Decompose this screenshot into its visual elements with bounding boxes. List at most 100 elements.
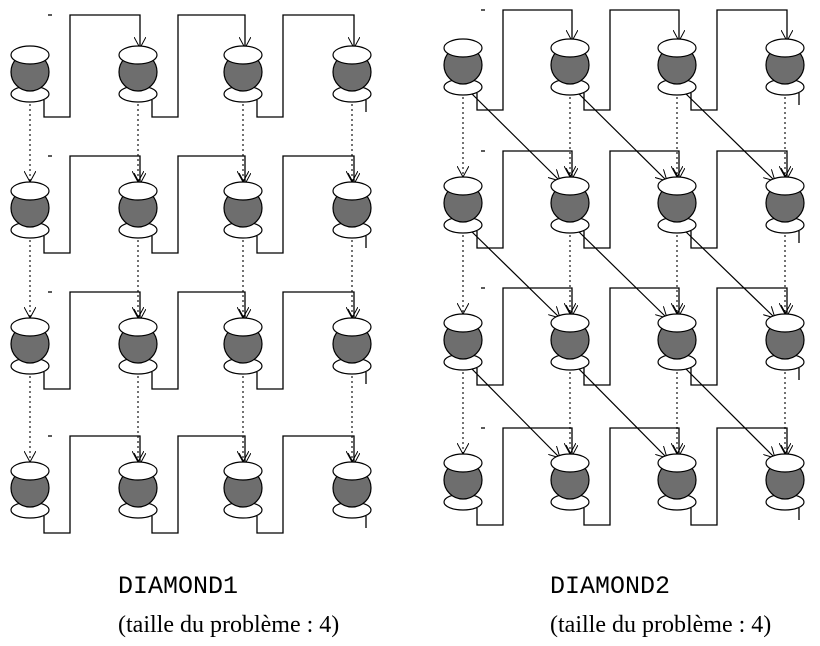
- links-layer: [463, 9, 800, 526]
- node-cap: [550, 453, 590, 473]
- node-cap: [118, 461, 158, 481]
- node: [657, 453, 697, 511]
- node-cap: [223, 181, 263, 201]
- chain-link: [476, 9, 572, 111]
- node-cap: [550, 313, 590, 333]
- node-cap: [118, 45, 158, 65]
- row-3-chain: [43, 291, 367, 390]
- node: [657, 176, 697, 234]
- nodes-layer: [443, 38, 805, 511]
- diagram-diamond2: [443, 9, 805, 526]
- row-1-chain: [43, 14, 367, 118]
- node: [118, 461, 158, 519]
- diagonal-dependency: [682, 90, 775, 181]
- row-4-chain: [43, 435, 367, 534]
- chain-link: [43, 14, 140, 118]
- node-cap: [223, 45, 263, 65]
- row-2-chain: [43, 155, 367, 254]
- node: [657, 313, 697, 371]
- node: [10, 45, 50, 103]
- chain-link: [256, 291, 354, 390]
- node: [550, 313, 590, 371]
- node: [550, 453, 590, 511]
- diagonal-dependency: [468, 228, 560, 318]
- node: [10, 181, 50, 239]
- diagonal-dependency: [682, 365, 775, 458]
- node: [765, 38, 805, 96]
- chain-link: [583, 9, 679, 111]
- node-cap: [765, 38, 805, 58]
- chain-link: [476, 287, 572, 386]
- chain-link: [583, 427, 679, 526]
- nodes-layer: [10, 45, 372, 519]
- chain-link: [43, 155, 140, 254]
- node-cap: [550, 38, 590, 58]
- chain-link: [690, 287, 787, 386]
- chain-link: [256, 435, 354, 534]
- node-cap: [10, 45, 50, 65]
- chain-link: [43, 435, 140, 534]
- diagonal-dependency: [575, 365, 667, 458]
- chain-link: [151, 14, 245, 118]
- chain-link: [151, 155, 245, 254]
- chain-link: [476, 150, 572, 249]
- node: [332, 181, 372, 239]
- diagonal-dependency: [468, 365, 560, 458]
- node: [223, 317, 263, 375]
- node: [332, 461, 372, 519]
- diagonal-dependency: [682, 228, 775, 318]
- node-cap: [223, 461, 263, 481]
- node-cap: [657, 38, 697, 58]
- node-cap: [332, 317, 372, 337]
- chain-link: [151, 435, 245, 534]
- row-2-chain: [476, 150, 800, 249]
- node-cap: [765, 313, 805, 333]
- chain-link: [583, 287, 679, 386]
- node-cap: [657, 313, 697, 333]
- diagram-diamond1: [10, 14, 372, 534]
- node-cap: [332, 181, 372, 201]
- node-cap: [443, 38, 483, 58]
- chain-link: [256, 155, 354, 254]
- chain-link: [583, 150, 679, 249]
- node-cap: [332, 461, 372, 481]
- diagram2-title: DIAMOND2: [550, 572, 671, 601]
- node: [223, 461, 263, 519]
- diagonal-dependency: [468, 90, 560, 181]
- node: [223, 181, 263, 239]
- chain-link: [43, 291, 140, 390]
- node: [550, 38, 590, 96]
- chain-link: [476, 427, 572, 526]
- node-cap: [332, 45, 372, 65]
- row-4-chain: [476, 427, 800, 526]
- links-layer: [30, 14, 367, 534]
- node: [118, 317, 158, 375]
- node-cap: [657, 453, 697, 473]
- node: [765, 453, 805, 511]
- node: [223, 45, 263, 103]
- node: [657, 38, 697, 96]
- chain-link: [690, 150, 787, 249]
- chain-link: [256, 14, 354, 118]
- node-cap: [443, 313, 483, 333]
- node-cap: [550, 176, 590, 196]
- node: [443, 313, 483, 371]
- node: [765, 313, 805, 371]
- node-cap: [765, 176, 805, 196]
- node: [10, 461, 50, 519]
- node-cap: [223, 317, 263, 337]
- node: [332, 317, 372, 375]
- node-cap: [765, 453, 805, 473]
- node: [443, 38, 483, 96]
- node: [765, 176, 805, 234]
- node: [118, 45, 158, 103]
- chain-link: [690, 427, 787, 526]
- node: [118, 181, 158, 239]
- node-cap: [10, 461, 50, 481]
- diagram2-subtitle: (taille du problème : 4): [550, 612, 772, 638]
- node-cap: [443, 176, 483, 196]
- node: [550, 176, 590, 234]
- diagram1-title: DIAMOND1: [118, 572, 239, 601]
- node: [332, 45, 372, 103]
